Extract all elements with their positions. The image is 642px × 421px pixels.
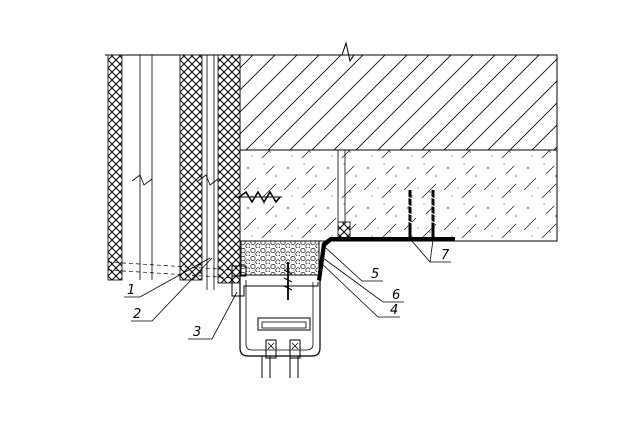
top-break-line xyxy=(105,41,557,63)
wall-anchor-bolt xyxy=(234,190,282,204)
metal-flashing xyxy=(317,237,455,281)
leader-line-6 xyxy=(322,257,404,303)
leader-line-2 xyxy=(131,257,213,322)
break-mark xyxy=(131,174,153,186)
wall-insulation-layer-2 xyxy=(179,54,203,281)
leader-line-3 xyxy=(188,291,238,340)
leader-line-4 xyxy=(319,261,400,318)
wall-layers xyxy=(107,54,241,290)
window-frame xyxy=(231,265,321,378)
callout-5: 5 xyxy=(371,267,379,282)
wall-insulation-layer-1 xyxy=(107,54,123,281)
callout-1: 1 xyxy=(127,283,135,298)
callout-3: 3 xyxy=(193,325,201,340)
break-mark xyxy=(197,174,219,186)
callout-4: 4 xyxy=(390,303,398,318)
frame-screw xyxy=(283,262,293,300)
upper-slab xyxy=(239,54,558,151)
expansion-anchors xyxy=(405,190,438,240)
fill-block xyxy=(240,221,351,276)
callout-7: 7 xyxy=(441,248,450,263)
leader-line-5 xyxy=(325,247,383,282)
leader-line-7b xyxy=(429,239,434,263)
lower-slab xyxy=(239,149,558,242)
callout-6: 6 xyxy=(392,288,400,303)
leader-line-1 xyxy=(124,257,211,298)
wall-insulation-layer-3 xyxy=(217,54,241,284)
callout-2: 2 xyxy=(133,307,141,322)
leader-lines xyxy=(124,239,451,340)
callout-labels: 1 2 3 4 5 6 7 xyxy=(127,248,450,340)
